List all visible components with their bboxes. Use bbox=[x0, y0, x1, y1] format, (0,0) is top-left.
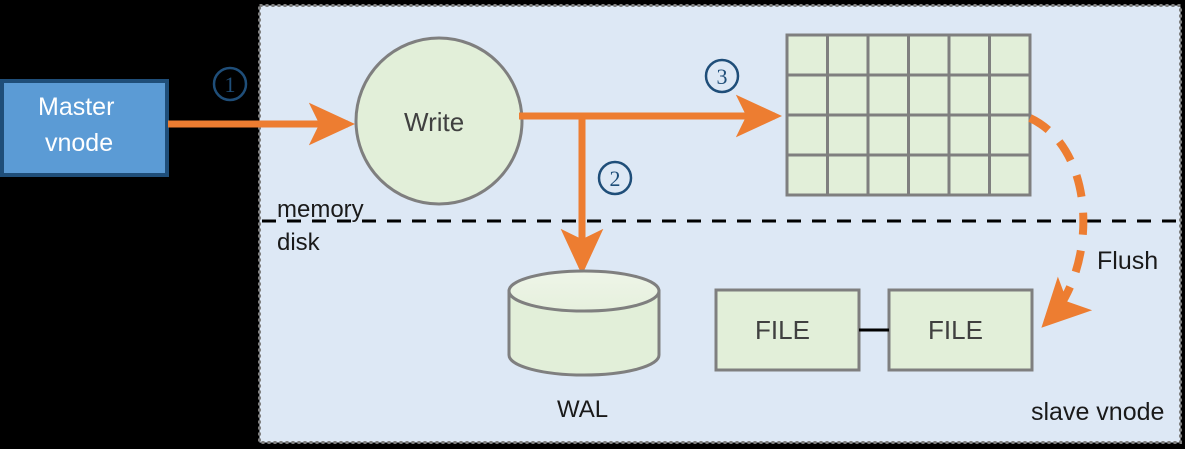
svg-text:1: 1 bbox=[225, 72, 236, 97]
step-badge-3: 3 bbox=[704, 58, 740, 94]
master-vnode-label-line2: vnode bbox=[45, 129, 114, 157]
flush-arrow bbox=[1028, 114, 1093, 328]
step-badge-2: 2 bbox=[597, 160, 633, 196]
wal-cylinder bbox=[507, 269, 661, 377]
file-box-2-shape bbox=[887, 288, 1034, 372]
file-box-1-label: FILE bbox=[755, 315, 810, 345]
write-node-label: Write bbox=[404, 107, 465, 137]
flush-label: Flush bbox=[1097, 247, 1159, 275]
master-vnode-label-line1: Master bbox=[38, 93, 115, 121]
memtable-grid bbox=[785, 33, 1032, 197]
memory-label: memory bbox=[277, 196, 364, 223]
svg-text:3: 3 bbox=[717, 64, 728, 89]
file-box-2-label: FILE bbox=[928, 315, 983, 345]
slave-vnode-label: slave vnode bbox=[1031, 398, 1165, 426]
write-node bbox=[354, 36, 524, 206]
master-vnode-box bbox=[0, 79, 169, 177]
wal-label: WAL bbox=[557, 396, 609, 423]
step-badge-1: 1 bbox=[212, 66, 248, 102]
svg-text:2: 2 bbox=[610, 166, 621, 191]
disk-label: disk bbox=[277, 229, 320, 256]
